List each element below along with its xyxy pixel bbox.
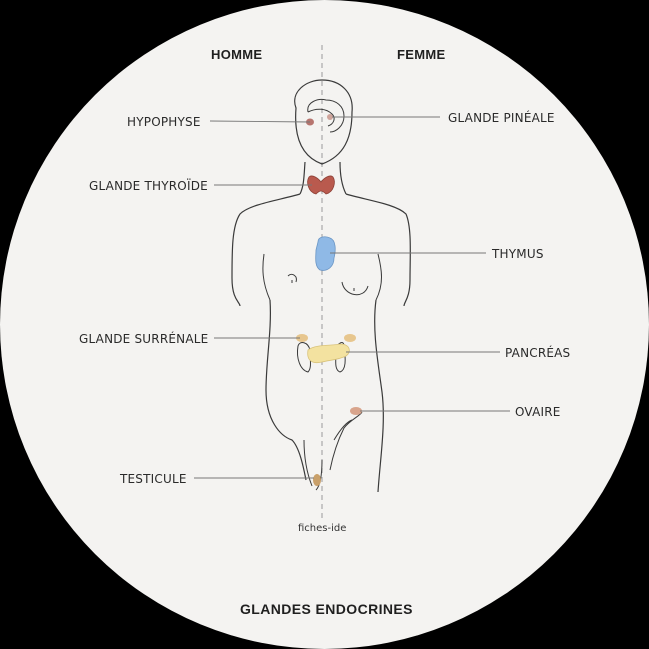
right-breast-outline [341, 281, 369, 296]
label-glande-surrenale: GLANDE SURRÉNALE [79, 332, 209, 346]
left-arm-outline [231, 193, 301, 307]
pancreas-gland [307, 343, 350, 364]
glande-surrenale-right [344, 334, 356, 342]
label-ovaire: OVAIRE [515, 405, 561, 419]
column-header-homme: HOMME [211, 47, 263, 62]
label-glande-thyroide: GLANDE THYROÏDE [89, 179, 208, 193]
left-kidney [297, 342, 311, 373]
label-testicule: TESTICULE [120, 472, 187, 486]
right-inner-arm [375, 253, 382, 301]
leader-hypophyse [209, 120, 311, 123]
credit-text: fiches-ide [298, 523, 347, 534]
label-glande-pineale: GLANDE PINÉALE [448, 111, 555, 125]
brain-outline [307, 99, 345, 133]
label-hypophyse: HYPOPHYSE [127, 115, 201, 129]
label-pancreas: PANCRÉAS [505, 346, 571, 360]
left-chest-mark [287, 273, 297, 283]
testicule-gland [313, 474, 321, 486]
right-arm-outline [345, 193, 411, 307]
glande-pineale-gland [327, 114, 333, 120]
right-torso-outline [374, 299, 384, 493]
left-torso-outline [265, 299, 307, 481]
left-inner-arm [262, 253, 271, 301]
glande-surrenale-left [296, 334, 308, 342]
ovaire-gland [350, 407, 362, 415]
female-reproductive-outline [329, 411, 363, 471]
diagram-title: GLANDES ENDOCRINES [240, 601, 413, 617]
right-kidney [335, 342, 346, 373]
glande-thyroide-gland [307, 175, 335, 195]
thymus-gland [315, 236, 336, 271]
label-thymus: THYMUS [492, 247, 544, 261]
head-outline [294, 79, 353, 165]
column-header-femme: FEMME [397, 47, 446, 62]
neck-outline [299, 161, 347, 195]
